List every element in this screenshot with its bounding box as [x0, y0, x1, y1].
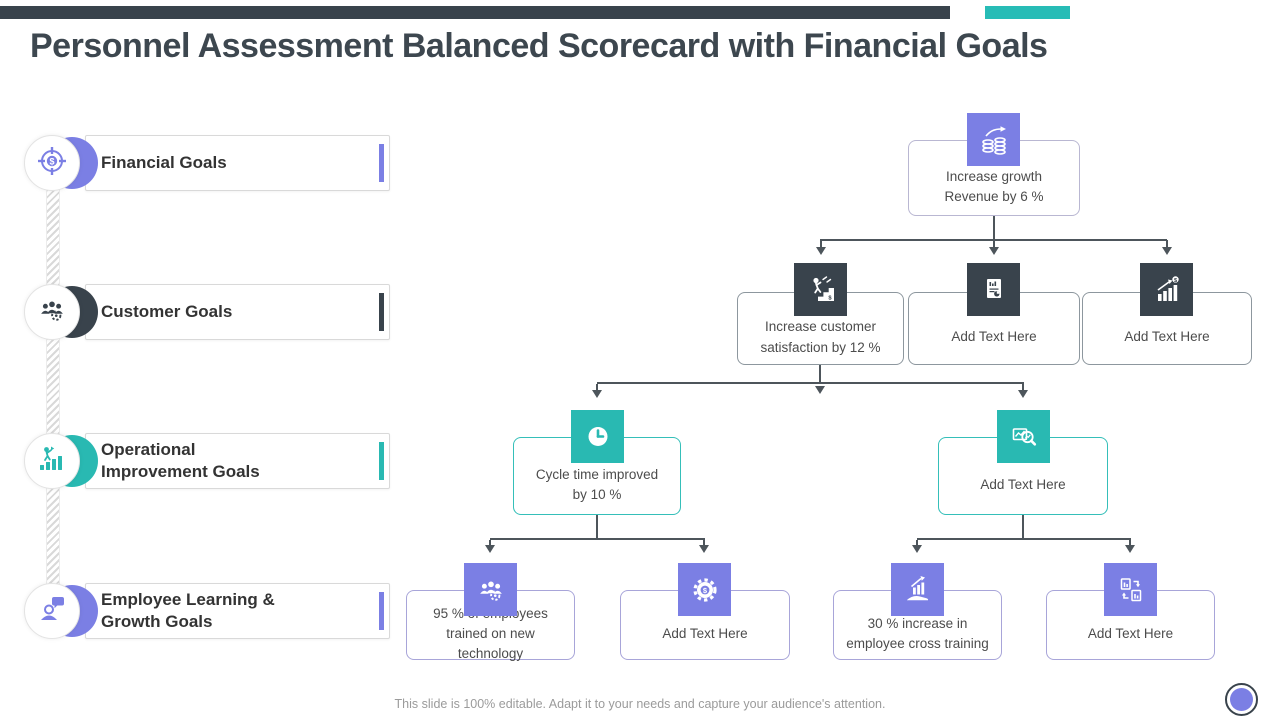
bar-chart-dollar-icon: $ — [1140, 263, 1193, 316]
timeline-connector — [46, 189, 60, 586]
timeline-item-learning-goals[interactable]: Employee Learning & Growth Goals — [85, 583, 390, 639]
decor-dot-icon — [1230, 688, 1253, 711]
flow-node-label: Cycle time improved by 10 % — [535, 466, 659, 502]
flow-node-label: Increase growth Revenue by 6 % — [944, 168, 1044, 204]
connector-line — [1129, 540, 1131, 545]
connector-line — [597, 382, 1024, 384]
connector-line — [489, 540, 491, 545]
arrow-down-icon — [1018, 390, 1028, 398]
flow-node-label: Add Text Here — [951, 329, 1037, 345]
timeline-label: Employee Learning & Growth Goals — [101, 589, 275, 631]
person-bar-chart-icon — [34, 441, 70, 482]
connector-line — [703, 540, 705, 545]
timeline-icon-circle — [24, 433, 80, 489]
svg-text:$: $ — [1173, 277, 1177, 283]
footer-note: This slide is 100% editable. Adapt it to… — [394, 697, 886, 711]
timeline-accent-bar — [379, 592, 384, 630]
arrow-down-icon — [816, 247, 826, 255]
connector-line — [1022, 515, 1024, 539]
flow-node-label: Add Text Here — [662, 625, 748, 641]
timeline-icon-circle — [24, 284, 80, 340]
arrow-down-icon — [1162, 247, 1172, 255]
page-title: Personnel Assessment Balanced Scorecard … — [30, 27, 1048, 65]
svg-text:$: $ — [49, 156, 54, 166]
target-dollar-icon: $ — [34, 143, 70, 184]
timeline-label: Operational Improvement Goals — [101, 439, 260, 481]
arrow-down-icon — [592, 390, 602, 398]
connector-line — [917, 538, 1131, 540]
person-stairs-money-icon: $ — [794, 263, 847, 316]
connector-line — [993, 240, 995, 247]
gear-dollar-icon: $ — [678, 563, 731, 616]
timeline-item-operational-goals[interactable]: Operational Improvement Goals — [85, 433, 390, 489]
timeline-label: Customer Goals — [101, 301, 233, 321]
flow-node-label: Increase customer satisfaction by 12 % — [760, 319, 881, 355]
timeline-accent-bar — [379, 144, 384, 182]
connector-line — [596, 384, 598, 390]
svg-text:$: $ — [702, 585, 707, 594]
arrow-down-icon — [815, 386, 825, 394]
top-accent-bar-dark — [0, 6, 950, 19]
arrow-down-icon — [989, 247, 999, 255]
timeline-icon-circle — [24, 583, 80, 639]
person-chat-icon — [34, 591, 70, 632]
connector-line — [1166, 240, 1168, 247]
top-accent-bar-teal — [985, 6, 1070, 19]
connector-line — [819, 365, 821, 383]
arrow-down-icon — [912, 545, 922, 553]
flow-node-label: 30 % increase in employee cross training — [846, 615, 989, 651]
clock-icon — [571, 410, 624, 463]
decor-ring-icon — [1225, 683, 1258, 716]
flow-node-label: Add Text Here — [1124, 329, 1210, 345]
arrow-down-icon — [1125, 545, 1135, 553]
timeline-item-customer-goals[interactable]: Customer Goals — [85, 284, 390, 340]
coins-growth-icon — [967, 113, 1020, 166]
search-chart-icon — [997, 410, 1050, 463]
flow-node-label: Add Text Here — [980, 476, 1066, 492]
connector-line — [1022, 384, 1024, 390]
connector-line — [993, 216, 995, 240]
hand-growth-icon — [891, 563, 944, 616]
timeline-item-financial-goals[interactable]: Financial Goals — [85, 135, 390, 191]
svg-text:$: $ — [828, 295, 832, 301]
arrow-down-icon — [485, 545, 495, 553]
timeline-icon-circle: $ — [24, 135, 80, 191]
connector-line — [596, 515, 598, 539]
people-gear-icon — [35, 293, 69, 332]
report-document-icon — [967, 263, 1020, 316]
exchange-charts-icon — [1104, 563, 1157, 616]
timeline-accent-bar — [379, 293, 384, 331]
timeline-accent-bar — [379, 442, 384, 480]
connector-line — [820, 240, 822, 247]
team-gear-icon — [464, 563, 517, 616]
connector-line — [490, 538, 705, 540]
connector-line — [916, 540, 918, 545]
flow-node-label: Add Text Here — [1087, 625, 1174, 641]
arrow-down-icon — [699, 545, 709, 553]
timeline-label: Financial Goals — [101, 152, 227, 172]
